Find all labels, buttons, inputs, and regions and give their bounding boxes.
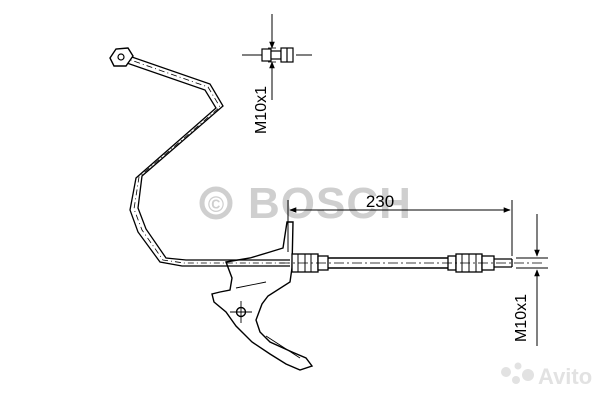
brake-line-centerline: [121, 56, 292, 264]
top-thread-dimension: [268, 14, 276, 100]
thread-detail-fitting: [242, 47, 312, 63]
bosch-watermark: © BOSCH: [199, 179, 412, 228]
avito-watermark: Avito: [501, 362, 592, 389]
brand-watermark-text: BOSCH: [248, 179, 412, 228]
length-dimension: [287, 200, 513, 256]
brake-line: [117, 54, 290, 267]
eye-fitting: [109, 47, 134, 67]
copyright-symbol: ©: [208, 192, 224, 217]
length-dimension-label: 230: [366, 192, 394, 211]
right-thread-dimension: [516, 214, 548, 346]
mounting-bracket: [211, 221, 314, 371]
avito-watermark-text: Avito: [538, 364, 592, 389]
top-thread-label: M10x1: [253, 86, 270, 134]
right-thread-label: M10x1: [513, 294, 530, 342]
